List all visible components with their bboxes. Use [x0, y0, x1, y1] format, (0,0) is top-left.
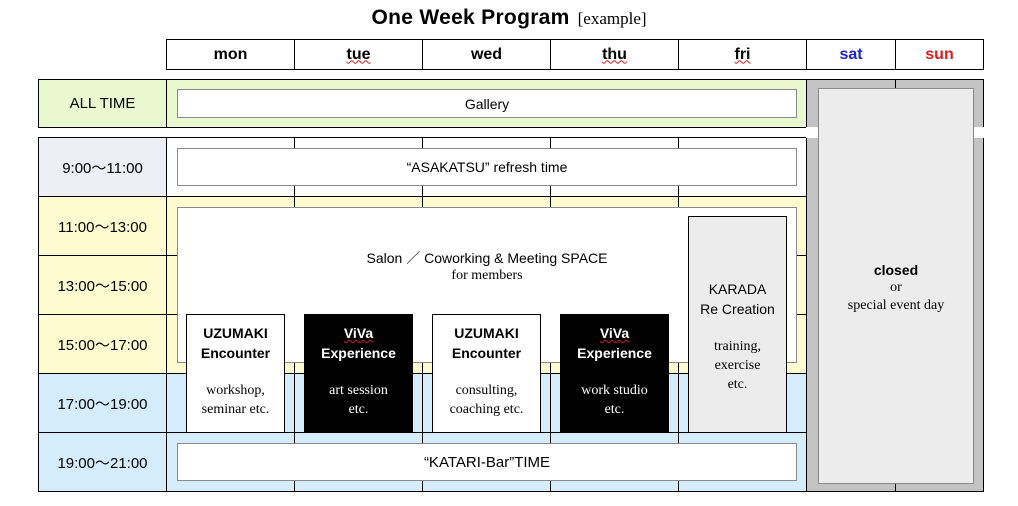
- day-label: sat: [839, 45, 863, 63]
- asakatsu-box: “ASAKATSU” refresh time: [177, 148, 797, 186]
- card-desc-2: etc.: [604, 402, 625, 417]
- time-label-1300: 13:00〜15:00: [38, 255, 167, 315]
- time-label-text: 15:00〜17:00: [57, 336, 148, 354]
- card-desc-3: etc.: [727, 377, 748, 392]
- gallery-label: Gallery: [464, 95, 510, 112]
- time-label-text: 9:00〜11:00: [62, 159, 143, 177]
- day-header-mon: mon: [166, 39, 295, 70]
- card-title-1: UZUMAKI: [454, 325, 519, 341]
- special-event-label: special event day: [847, 298, 945, 313]
- card-tue: ViVa Experience art session etc.: [304, 314, 413, 433]
- card-desc-1: consulting,: [455, 383, 518, 398]
- card-title-2: Experience: [321, 345, 396, 361]
- katari-bar-label: “KATARI-Bar”TIME: [423, 453, 551, 471]
- card-desc-1: training,: [713, 339, 762, 354]
- card-title-1: ViVa: [599, 325, 630, 341]
- card-desc-2: etc.: [348, 402, 369, 417]
- time-label-1500: 15:00〜17:00: [38, 314, 167, 374]
- time-label-text: 11:00〜13:00: [58, 218, 147, 236]
- program-subtitle: [example]: [577, 9, 647, 28]
- program-title: One Week Program: [371, 6, 570, 29]
- closed-box: closed or special event day: [818, 88, 974, 484]
- card-wed: UZUMAKI Encounter consulting, coaching e…: [432, 314, 541, 433]
- time-label-1900: 19:00〜21:00: [38, 432, 167, 492]
- card-thu: ViVa Experience work studio etc.: [560, 314, 669, 433]
- page-title: One Week Program [example]: [0, 6, 1018, 30]
- day-label: fri: [734, 45, 751, 63]
- time-label-text: 13:00〜15:00: [57, 277, 148, 295]
- card-title-2: Experience: [577, 345, 652, 361]
- time-label-1700: 17:00〜19:00: [38, 373, 167, 433]
- day-header-tue: tue: [294, 39, 423, 70]
- closed-or-label: or: [890, 280, 902, 295]
- day-label: mon: [213, 45, 248, 63]
- card-desc-2: seminar etc.: [201, 402, 270, 417]
- card-title-2: Re Creation: [700, 301, 775, 317]
- day-header-wed: wed: [422, 39, 551, 70]
- time-label-text: 17:00〜19:00: [57, 395, 148, 413]
- day-header-sat: sat: [806, 39, 896, 70]
- katari-bar-box: “KATARI-Bar”TIME: [177, 443, 797, 481]
- card-title-2: Encounter: [451, 345, 522, 361]
- asakatsu-label: “ASAKATSU” refresh time: [406, 159, 568, 175]
- card-title-1: ViVa: [343, 325, 374, 341]
- closed-label: closed: [873, 262, 919, 278]
- card-desc-1: workshop,: [206, 383, 265, 398]
- card-desc-1: work studio: [581, 383, 648, 398]
- card-title-2: Encounter: [200, 345, 271, 361]
- card-mon: UZUMAKI Encounter workshop, seminar etc.: [186, 314, 285, 433]
- salon-text: Salon ／ Coworking & Meeting SPACE for me…: [178, 249, 796, 285]
- card-desc-2: exercise: [714, 358, 761, 373]
- gallery-box: Gallery: [177, 89, 797, 118]
- time-label-all-time: ALL TIME: [38, 79, 167, 128]
- day-header-sun: sun: [895, 39, 984, 70]
- card-desc-1: art session: [329, 383, 388, 398]
- card-title-1: KARADA: [708, 281, 767, 297]
- day-label: wed: [470, 45, 503, 63]
- day-label: tue: [346, 45, 371, 63]
- card-desc-2: coaching etc.: [449, 402, 524, 417]
- card-title-1: UZUMAKI: [203, 325, 268, 341]
- time-label-text: ALL TIME: [69, 95, 136, 112]
- time-label-text: 19:00〜21:00: [57, 454, 148, 472]
- salon-label: Salon ／ Coworking & Meeting SPACE: [366, 250, 608, 266]
- day-label: thu: [602, 45, 627, 63]
- day-label: sun: [925, 45, 954, 63]
- salon-members-label: for members: [451, 268, 523, 283]
- day-header-thu: thu: [550, 39, 679, 70]
- day-header-fri: fri: [678, 39, 807, 70]
- card-fri: KARADA Re Creation training, exercise et…: [688, 216, 787, 433]
